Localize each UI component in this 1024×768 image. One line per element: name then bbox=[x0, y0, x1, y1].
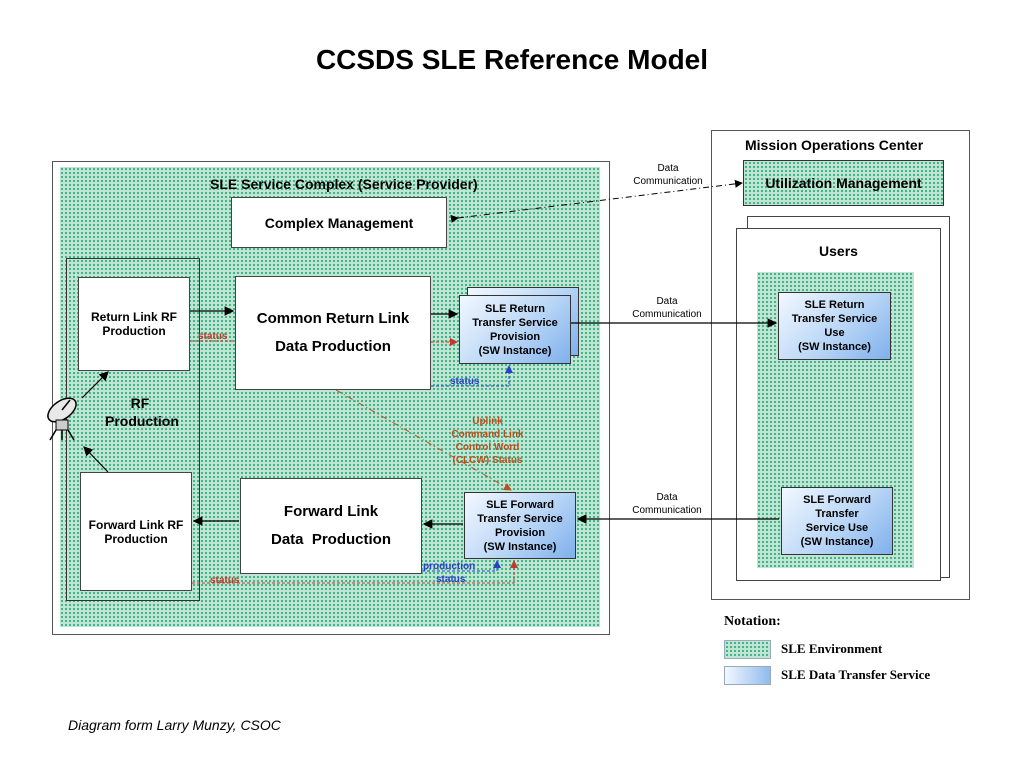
sle-return-provision-box: SLE Return Transfer Service Provision (S… bbox=[459, 295, 571, 364]
common-return-link-box: Common Return Link Data Production bbox=[235, 276, 431, 390]
forward-link-rf-box: Forward Link RF Production bbox=[80, 472, 192, 591]
data-communication-label-return: Data Communication bbox=[632, 296, 702, 320]
notation-service-swatch bbox=[724, 666, 771, 685]
forward-link-rf-label: Forward Link RF Production bbox=[88, 517, 184, 546]
utilization-management-label: Utilization Management bbox=[765, 175, 922, 191]
common-return-link-line1: Common Return Link bbox=[256, 310, 410, 327]
data-communication-label-top: Data Communication bbox=[633, 163, 703, 187]
forward-link-production-line2: Data Production bbox=[270, 531, 391, 548]
notation-label: Notation: bbox=[724, 614, 781, 629]
return-link-rf-box: Return Link RF Production bbox=[78, 277, 190, 371]
complex-management-label: Complex Management bbox=[264, 214, 414, 231]
notation-environment-swatch bbox=[724, 640, 771, 659]
sle-return-use-box: SLE Return Transfer Service Use (SW Inst… bbox=[778, 292, 891, 360]
page-title: CCSDS SLE Reference Model bbox=[315, 44, 709, 75]
users-label: Users bbox=[819, 243, 858, 259]
utilization-management-box: Utilization Management bbox=[743, 160, 944, 206]
production-label: production bbox=[423, 561, 476, 572]
mission-operations-center-label: Mission Operations Center bbox=[745, 137, 924, 153]
sle-forward-provision-box: SLE Forward Transfer Service Provision (… bbox=[464, 492, 576, 559]
status-label-return-rf: status bbox=[198, 331, 228, 342]
satellite-dish-icon bbox=[42, 392, 82, 444]
figure-caption: Diagram form Larry Munzy, CSOC bbox=[68, 717, 281, 733]
complex-management-box: Complex Management bbox=[231, 197, 447, 248]
status-label-common-return: status bbox=[450, 376, 480, 387]
data-communication-label-forward: Data Communication bbox=[632, 492, 702, 516]
status-label-forward-production: status bbox=[436, 574, 466, 585]
forward-link-production-line1: Forward Link bbox=[283, 503, 379, 520]
return-link-rf-label: Return Link RF Production bbox=[91, 310, 177, 338]
rf-production-label: RF Production bbox=[105, 395, 179, 429]
forward-link-production-box: Forward Link Data Production bbox=[240, 478, 422, 574]
service-provider-label: SLE Service Complex (Service Provider) bbox=[210, 176, 478, 192]
sle-forward-use-box: SLE Forward Transfer Service Use (SW Ins… bbox=[781, 487, 893, 555]
notation-service-label: SLE Data Transfer Service bbox=[781, 667, 931, 682]
common-return-link-line2: Data Production bbox=[275, 338, 391, 355]
uplink-clcw-label: Uplink Command Link Control Word (CLCW) … bbox=[451, 416, 524, 466]
notation-environment-label: SLE Environment bbox=[781, 641, 883, 656]
status-label-forward-rf: status bbox=[210, 575, 240, 586]
